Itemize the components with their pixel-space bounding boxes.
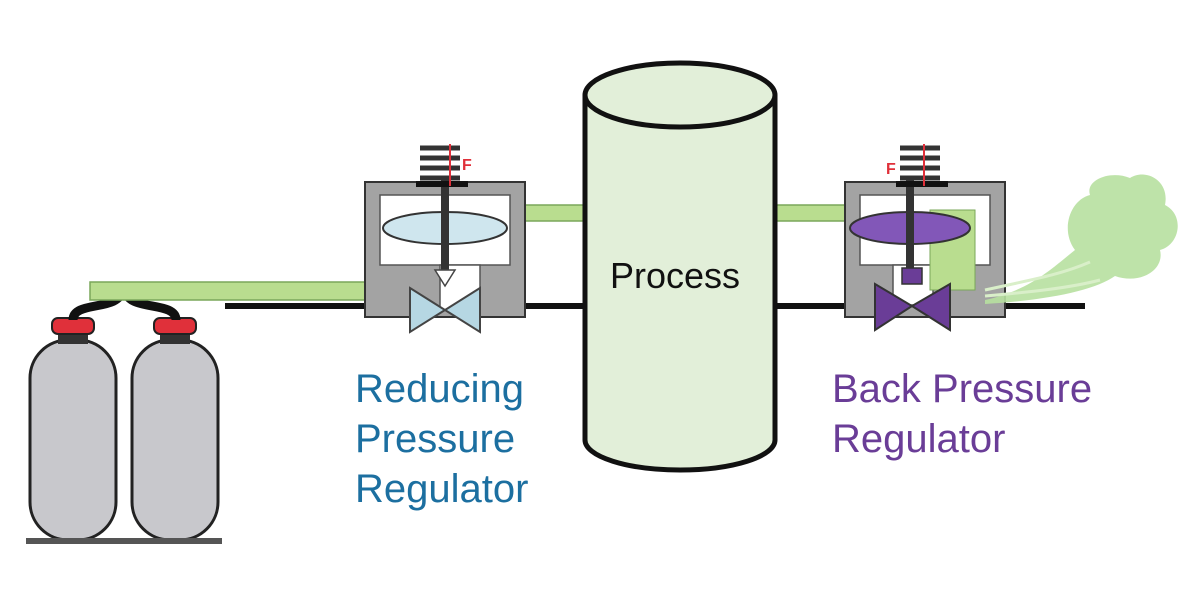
cylinder-base xyxy=(26,538,222,544)
back-label-line-2: Regulator xyxy=(832,417,1005,461)
gas-cylinder-right xyxy=(130,317,220,542)
back-pressure-label: Back Pressure Regulator xyxy=(832,367,1092,461)
reducing-label-line-2: Pressure xyxy=(355,417,515,461)
reducing-label-line-1: Reducing xyxy=(355,367,524,411)
process-label: Process xyxy=(610,255,740,296)
reducing-valve xyxy=(409,269,481,334)
exhaust-plume xyxy=(984,174,1178,304)
process-vessel: Process xyxy=(582,60,778,473)
force-label-right: F xyxy=(886,161,896,178)
reducing-regulator-label: Reducing Pressure Regulator xyxy=(355,367,528,511)
reducing-regulator: F xyxy=(364,144,526,334)
back-valve xyxy=(874,267,951,332)
spring-icon xyxy=(416,144,468,187)
reducing-label-line-3: Regulator xyxy=(355,467,528,511)
gas-cylinders xyxy=(26,288,222,544)
force-label-left: F xyxy=(462,157,472,174)
spring-icon xyxy=(896,144,948,187)
back-label-line-1: Back Pressure xyxy=(832,367,1092,411)
gas-cylinder-left xyxy=(28,317,118,542)
back-pressure-regulator: F xyxy=(844,144,1006,332)
